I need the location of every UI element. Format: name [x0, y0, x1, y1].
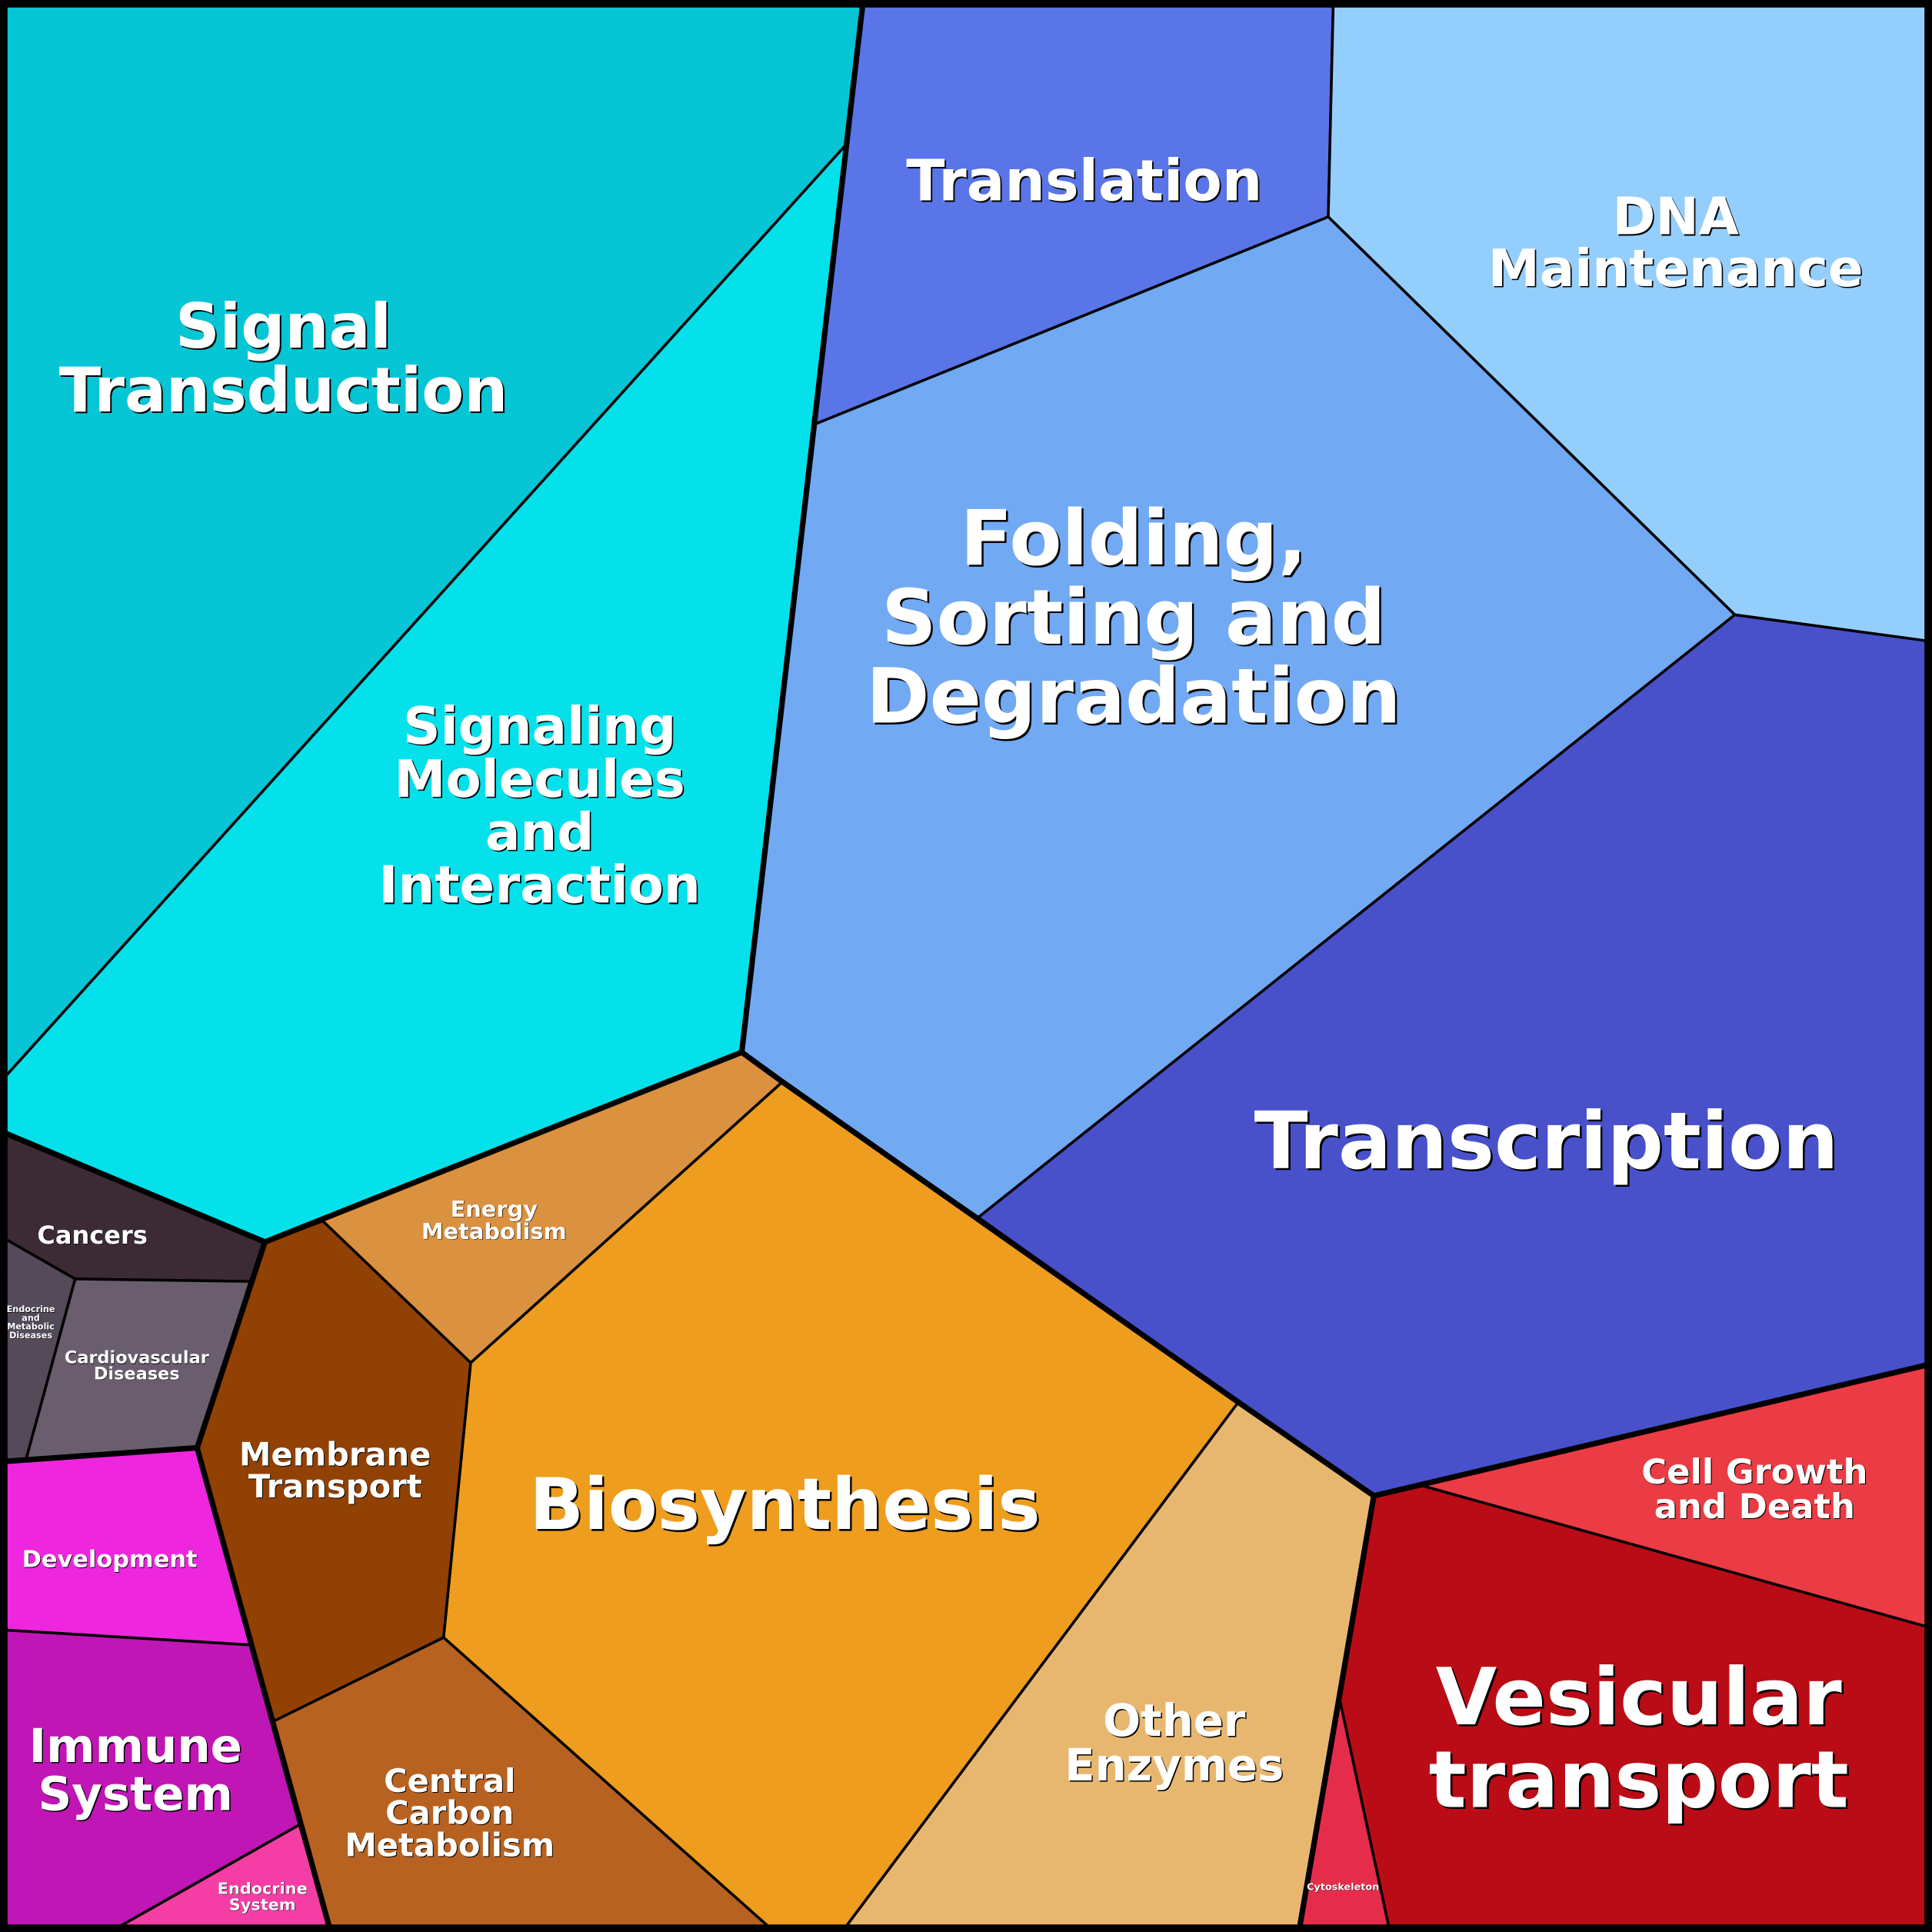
label-folding: Degradation: [866, 652, 1401, 741]
group-boundary: [3, 3, 1929, 1929]
label-signaling-molecules: Interaction: [378, 855, 700, 915]
label-translation: Translation: [906, 148, 1262, 214]
label-central-carbon: Central: [384, 1762, 515, 1800]
label-signaling-molecules: Molecules: [395, 749, 685, 809]
label-central-carbon: Metabolism: [345, 1826, 555, 1864]
label-other-enzymes: Other: [1103, 1694, 1246, 1747]
label-transcription: Transcription: [1254, 1096, 1839, 1188]
label-immune: Immune: [29, 1719, 242, 1774]
label-endocrine-system: System: [229, 1895, 296, 1914]
label-vesicular: Vesicular: [1436, 1652, 1842, 1744]
label-dna-maintenance: DNA: [1613, 187, 1739, 247]
label-cell-growth: Cell Growth: [1641, 1451, 1867, 1492]
label-energy-metabolism: Metabolism: [421, 1218, 567, 1244]
label-membrane-transport: Transport: [248, 1467, 422, 1505]
label-central-carbon: Carbon: [385, 1794, 514, 1832]
label-energy-metabolism: Energy: [451, 1196, 538, 1222]
label-folding: Folding,: [961, 495, 1307, 583]
label-cardiovascular: Diseases: [94, 1364, 180, 1384]
label-endocrine-system: Endocrine: [218, 1880, 308, 1898]
label-other-enzymes: Enzymes: [1064, 1739, 1284, 1791]
label-vesicular: transport: [1429, 1734, 1849, 1826]
label-signal-transduction: Signal: [175, 291, 391, 362]
label-cytoskeleton: Cytoskeleton: [1307, 1881, 1379, 1893]
label-membrane-transport: Membrane: [239, 1435, 431, 1473]
label-cardiovascular: Cardiovascular: [65, 1348, 209, 1368]
label-development: Development: [22, 1547, 198, 1574]
label-endocrine-metabolic: Endocrine: [7, 1304, 55, 1314]
label-cell-growth: and Death: [1654, 1486, 1855, 1527]
label-signaling-molecules: and: [485, 802, 594, 862]
label-immune: System: [38, 1767, 233, 1822]
label-cancers: Cancers: [37, 1221, 148, 1250]
label-signal-transduction: Transduction: [59, 355, 508, 426]
label-folding: Sorting and: [881, 574, 1385, 662]
label-dna-maintenance: Maintenance: [1488, 238, 1864, 298]
label-biosynthesis: Biosynthesis: [529, 1463, 1041, 1546]
label-endocrine-metabolic: Diseases: [9, 1331, 52, 1341]
label-endocrine-metabolic: and: [22, 1313, 40, 1323]
label-signaling-molecules: Signaling: [403, 696, 676, 756]
label-endocrine-metabolic: Metabolic: [7, 1322, 55, 1332]
